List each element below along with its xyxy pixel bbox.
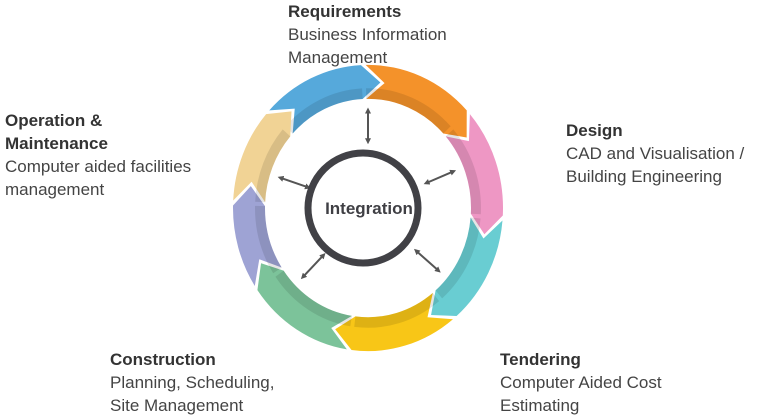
ring-segment-shadow	[366, 88, 451, 134]
integration-arrow	[423, 169, 457, 185]
stage-requirements: Requirements Business Information Manage…	[288, 0, 447, 69]
stage-operation-maintenance: Operation & Maintenance Computer aided f…	[5, 109, 191, 201]
stage-description-line: Building Engineering	[566, 167, 722, 186]
ring-segment-shadow	[354, 292, 440, 328]
ring-segment-orange	[365, 64, 467, 138]
stage-description-line: management	[5, 180, 105, 199]
stage-title: Operation &	[5, 111, 103, 130]
stage-description-line: Management	[288, 48, 388, 67]
integration-arrow	[277, 176, 311, 190]
ring-segment-shadow	[435, 217, 481, 299]
stage-title: Design	[566, 121, 623, 140]
stage-description-line: CAD and Visualisation /	[566, 144, 745, 163]
stage-description-line: Computer Aided Cost	[500, 373, 662, 392]
ring-segment-green	[257, 263, 352, 350]
integration-arrow	[300, 253, 326, 280]
ring-segment-shadow	[285, 88, 363, 134]
ring-segment-shadow	[445, 129, 481, 215]
stage-title: Construction	[110, 350, 216, 369]
center-label: Integration	[325, 199, 413, 218]
ring-segment-teal	[431, 217, 503, 316]
ring-segment-blue	[269, 65, 381, 134]
ring-segment-shadow	[255, 205, 282, 274]
center-ring	[304, 149, 422, 267]
ring-segment-pink	[445, 114, 504, 235]
ring-segment-yellow	[335, 292, 453, 352]
stage-title: Requirements	[288, 2, 402, 21]
stage-title-second-line: Maintenance	[5, 134, 108, 153]
stage-tendering: Tendering Computer Aided Cost Estimating	[500, 348, 662, 417]
stage-description-line: Computer aided facilities	[5, 157, 192, 176]
integration-arrow	[414, 248, 441, 273]
stage-design: Design CAD and Visualisation / Building …	[566, 119, 744, 188]
ring-segment-tan	[233, 111, 292, 203]
stage-description-line: Planning, Scheduling,	[110, 373, 275, 392]
stage-description-line: Site Management	[110, 396, 244, 415]
ring-segment-shadow	[275, 270, 352, 327]
stage-construction: Construction Planning, Scheduling, Site …	[110, 348, 274, 417]
stage-description-line: Business Information	[288, 25, 447, 44]
stage-title: Tendering	[500, 350, 581, 369]
ring-segment-shadow	[255, 129, 291, 203]
ring-segment-purple	[232, 186, 282, 286]
stage-description-line: Estimating	[500, 396, 580, 415]
